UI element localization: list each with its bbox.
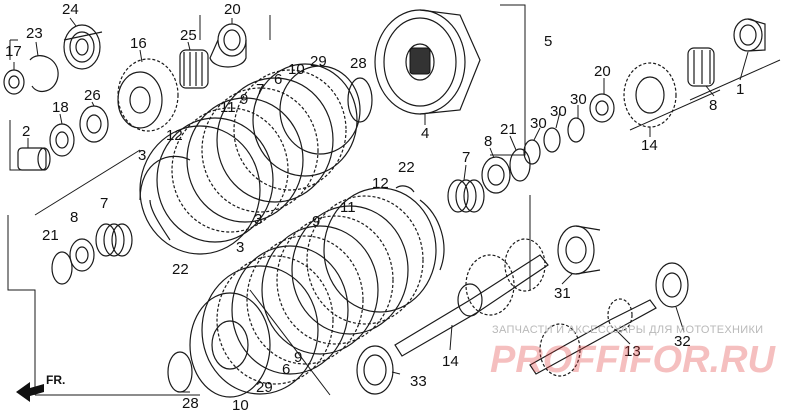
callout: 16	[130, 35, 147, 52]
callout: 11	[340, 199, 356, 216]
part-bearing-32	[655, 262, 689, 308]
callout: 10	[232, 397, 249, 414]
part-bearing-24	[63, 24, 103, 70]
callout: 22	[172, 261, 189, 278]
part-circlip-22-lower	[395, 185, 445, 271]
callout: 9	[294, 349, 302, 366]
callout: 21	[42, 227, 59, 244]
callout: 3	[236, 239, 244, 256]
part-needle-bearing-8-right	[687, 47, 715, 87]
callout: 18	[52, 99, 69, 116]
clutch-plates-lower	[189, 187, 437, 398]
callout: 14	[641, 137, 658, 154]
part-spring-7-mid	[447, 179, 485, 213]
part-bearing-8-left	[69, 238, 95, 272]
callout: 29	[310, 53, 327, 70]
callout: 9	[312, 213, 320, 230]
leader-lines	[13, 17, 749, 393]
callout: 3	[254, 211, 262, 228]
bracket-lines	[7, 4, 781, 396]
callout: 22	[398, 159, 415, 176]
part-spring-7-left	[95, 223, 133, 257]
callout: 28	[182, 395, 199, 412]
callout: 20	[224, 1, 241, 18]
callout: 24	[62, 1, 79, 18]
watermark: ЗАПЧАСТИ И АКСЕССУАРЫ ДЛЯ МОТОТЕХНИКИ PR…	[490, 324, 777, 381]
callout: 10	[288, 61, 305, 78]
part-shaft-13	[529, 298, 657, 377]
callout: 25	[180, 27, 197, 44]
callout: 14	[442, 353, 459, 370]
part-circlip-28-lower	[167, 351, 193, 393]
part-circlip-22-upper	[139, 155, 191, 241]
callout: 3	[138, 147, 146, 164]
part-washer-20-right	[589, 93, 615, 123]
callout: 30	[550, 103, 567, 120]
part-washer-18	[49, 123, 75, 157]
callout: 8	[484, 133, 492, 150]
callout: 13	[624, 343, 641, 360]
callout: 7	[462, 149, 470, 166]
callout: 29	[256, 379, 273, 396]
part-needle-bearing-25	[179, 49, 209, 89]
callout: 8	[70, 209, 78, 226]
callout: 21	[500, 121, 517, 138]
part-collar-20-top	[209, 23, 247, 68]
callout: 20	[594, 63, 611, 80]
front-direction-indicator: FR.	[16, 373, 65, 402]
watermark-logo: PROFFIFOR.RU	[490, 339, 777, 381]
callout: 26	[84, 87, 101, 104]
part-circlip-28-upper	[347, 77, 373, 123]
callout: 30	[530, 115, 547, 132]
front-arrow-icon	[16, 382, 44, 402]
clutch-plates-upper	[139, 63, 361, 255]
watermark-subtitle: ЗАПЧАСТИ И АКСЕССУАРЫ ДЛЯ МОТОТЕХНИКИ	[492, 324, 763, 336]
callout: 30	[570, 91, 587, 108]
callout: 12	[372, 175, 389, 192]
part-bearing-26	[79, 105, 109, 143]
callout: 23	[26, 25, 43, 42]
callout: 2	[22, 123, 30, 140]
part-clutch-basket-4	[374, 9, 481, 115]
callout: 11	[220, 99, 236, 116]
part-bearing-31	[557, 225, 601, 275]
part-collar-1	[733, 18, 766, 52]
part-washers-30	[523, 117, 585, 165]
callout: 12	[166, 127, 183, 144]
callout: 6	[274, 71, 282, 88]
callout: 8	[709, 97, 717, 114]
part-bearing-33	[356, 345, 394, 395]
part-gear-14-right	[623, 62, 677, 128]
part-circlip-21-left	[51, 251, 73, 285]
part-circlip-23	[29, 55, 59, 93]
part-circlip-21-right	[509, 148, 531, 182]
callout: 31	[554, 285, 571, 302]
callout: 7	[256, 81, 264, 98]
callout: 4	[421, 125, 429, 142]
part-shaft-14	[394, 238, 549, 357]
callout: 17	[5, 43, 22, 60]
callout: 33	[410, 373, 427, 390]
callout: 28	[350, 55, 367, 72]
callout: 6	[282, 361, 290, 378]
part-bearing-17	[3, 69, 25, 95]
part-collar-2	[17, 147, 51, 171]
callout: 5	[544, 33, 552, 50]
part-bearing-8-mid	[481, 156, 511, 194]
callouts: 24 20 17 23 16 25 5 29 28 10 6 7 9 11 12…	[5, 1, 744, 414]
callout: 7	[100, 195, 108, 212]
callout: 9	[240, 91, 248, 108]
callout: 1	[736, 81, 744, 98]
callout: 32	[674, 333, 691, 350]
part-gear-16	[117, 58, 179, 132]
front-label: FR.	[46, 373, 65, 387]
